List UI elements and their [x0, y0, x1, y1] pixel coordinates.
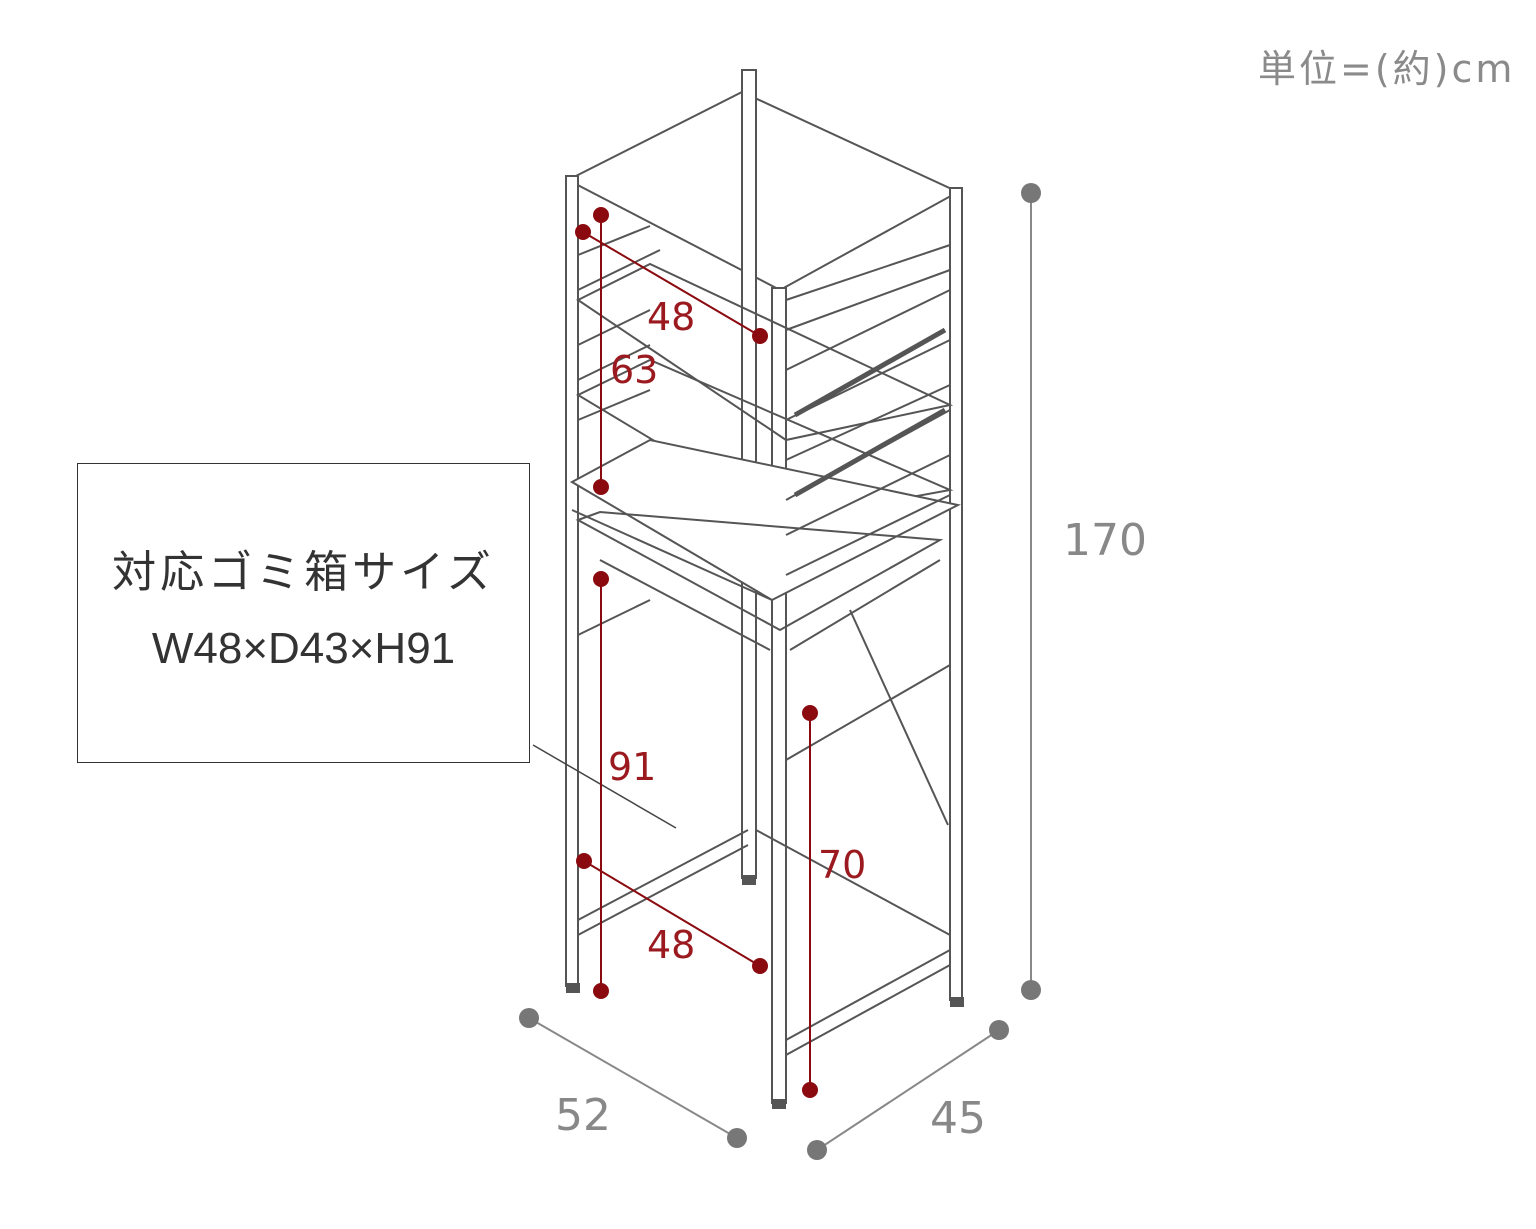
- upper-height-marker-bottom: [593, 479, 609, 495]
- inner-dimensions: [575, 207, 818, 1098]
- height-marker-bottom: [1021, 980, 1041, 1000]
- upper-width-marker-right: [752, 328, 768, 344]
- overall-dimensions: [519, 183, 1041, 1160]
- width-marker-right: [727, 1128, 747, 1148]
- lower-right-height-marker-bottom: [802, 1082, 818, 1098]
- front-left-post: [565, 175, 579, 987]
- callout-size: W48×D43×H91: [151, 624, 456, 673]
- lower-shelf-board: [569, 438, 961, 602]
- width-marker-left: [519, 1008, 539, 1028]
- lower-left-height-label: 91: [608, 745, 656, 789]
- rack-frame: [532, 69, 964, 1109]
- lower-width-marker-left: [576, 853, 592, 869]
- upper-height-marker-top: [593, 207, 609, 223]
- upper-shelf-width-label: 48: [647, 295, 695, 339]
- upper-shelf-height-label: 63: [610, 348, 658, 392]
- lower-right-height-marker-top: [802, 705, 818, 721]
- lower-left-height-marker-bottom: [593, 983, 609, 999]
- depth-dimension-line: [816, 1029, 1000, 1151]
- lower-right-height-label: 70: [818, 843, 866, 887]
- back-right-post: [949, 187, 963, 1001]
- trash-bin-size-callout: 対応ゴミ箱サイズ W48×D43×H91: [77, 463, 530, 763]
- callout-title: 対応ゴミ箱サイズ: [112, 547, 495, 598]
- lower-width-line: [583, 860, 761, 967]
- height-marker-top: [1021, 183, 1041, 203]
- lower-width-marker-right: [752, 958, 768, 974]
- top-board: [565, 90, 961, 292]
- depth-marker-left: [807, 1140, 827, 1160]
- unit-label: 単位=(約)cm: [1258, 47, 1516, 91]
- width-dimension-line: [528, 1017, 738, 1139]
- upper-shelf: [576, 262, 954, 442]
- upper-width-line: [582, 231, 761, 337]
- lower-left-height-marker-top: [593, 571, 609, 587]
- lower-width-label: 48: [647, 923, 695, 967]
- total-height-label: 170: [1063, 515, 1147, 566]
- wire-basket: [575, 510, 944, 632]
- depth-marker-right: [989, 1020, 1009, 1040]
- depth-label: 45: [930, 1093, 986, 1144]
- upper-width-marker-left: [575, 224, 591, 240]
- front-right-post: [771, 287, 787, 1104]
- width-label: 52: [555, 1090, 611, 1141]
